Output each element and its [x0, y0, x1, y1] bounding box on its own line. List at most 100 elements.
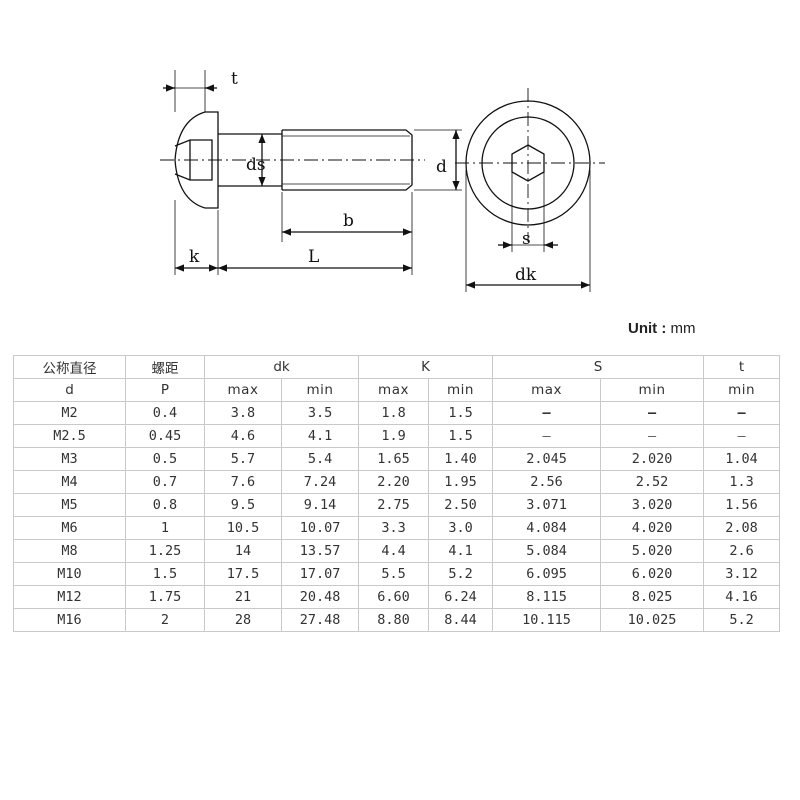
- table-cell: 17.07: [280, 562, 360, 586]
- table-cell: 4.1: [280, 424, 360, 448]
- table-cell: 3.8: [204, 401, 282, 425]
- subheader-t-min: min: [703, 378, 781, 402]
- cell-size: M16: [13, 608, 126, 632]
- cell-size: M8: [13, 539, 126, 563]
- table-cell: 28: [204, 608, 282, 632]
- table-cell: 0.8: [125, 493, 205, 517]
- table-cell: 1.04: [703, 447, 781, 471]
- table-cell: 5.084: [492, 539, 602, 563]
- table-cell: 0.5: [125, 447, 205, 471]
- unit-prefix: Unit :: [628, 320, 667, 337]
- table-cell: 5.7: [204, 447, 282, 471]
- table-cell: 2.75: [358, 493, 430, 517]
- table-cell: 13.57: [280, 539, 360, 563]
- table-cell: 2.045: [492, 447, 602, 471]
- subheader-K-max: max: [358, 378, 430, 402]
- table-cell: 1: [125, 516, 205, 540]
- table-cell: 1.9: [358, 424, 430, 448]
- table-cell: 2.56: [492, 470, 602, 494]
- table-cell: 3.5: [280, 401, 360, 425]
- table-cell: 5.4: [280, 447, 360, 471]
- table-cell: 17.5: [204, 562, 282, 586]
- table-subheader-row: d P max min max min max min min: [13, 378, 781, 402]
- cell-size: M5: [13, 493, 126, 517]
- table-cell: 1.8: [358, 401, 430, 425]
- table-cell: 6.095: [492, 562, 602, 586]
- table-cell: 1.56: [703, 493, 781, 517]
- screw-head-outline: [174, 111, 219, 209]
- table-cell: 2.08: [703, 516, 781, 540]
- header-nominal-diameter: 公称直径: [13, 355, 126, 379]
- table-cell: 5.2: [428, 562, 494, 586]
- table-cell: 6.020: [600, 562, 705, 586]
- table-cell: 1.95: [428, 470, 494, 494]
- cell-size: M6: [13, 516, 126, 540]
- table-cell: 4.084: [492, 516, 602, 540]
- table-cell: 0.4: [125, 401, 205, 425]
- table-cell: 10.07: [280, 516, 360, 540]
- subheader-dk-max: max: [204, 378, 282, 402]
- header-S: S: [492, 355, 705, 379]
- cell-size: M12: [13, 585, 126, 609]
- table-cell: 4.16: [703, 585, 781, 609]
- label-b: b: [343, 211, 354, 231]
- table-cell: 2.020: [600, 447, 705, 471]
- table-cell: 4.1: [428, 539, 494, 563]
- table-cell: 3.0: [428, 516, 494, 540]
- table-cell: 1.3: [703, 470, 781, 494]
- table-cell: 9.14: [280, 493, 360, 517]
- table-cell: 7.24: [280, 470, 360, 494]
- table-cell: 1.5: [428, 424, 494, 448]
- table-cell: 1.40: [428, 447, 494, 471]
- label-dk: dk: [515, 265, 537, 285]
- table-cell: 2.52: [600, 470, 705, 494]
- subheader-P: P: [125, 378, 205, 402]
- table-cell: 6.24: [428, 585, 494, 609]
- table-cell: 3.071: [492, 493, 602, 517]
- cell-size: M4: [13, 470, 126, 494]
- table-cell: 0.45: [125, 424, 205, 448]
- unit-value: mm: [670, 320, 696, 337]
- table-cell: 2.50: [428, 493, 494, 517]
- table-cell: –: [703, 401, 781, 425]
- table-cell: 2.6: [703, 539, 781, 563]
- unit-caption: Unit : mm: [628, 320, 696, 337]
- table-cell: 9.5: [204, 493, 282, 517]
- cell-size: M10: [13, 562, 126, 586]
- table-cell: 3.12: [703, 562, 781, 586]
- table-cell: 2.20: [358, 470, 430, 494]
- table-cell: 4.4: [358, 539, 430, 563]
- header-t: t: [703, 355, 781, 379]
- table-cell: –: [703, 424, 781, 448]
- dimension-spec-table: 公称直径 螺距 dk K S t d P max min max min max…: [13, 355, 781, 632]
- subheader-S-min: min: [600, 378, 705, 402]
- table-cell: 10.5: [204, 516, 282, 540]
- table-cell: 5.020: [600, 539, 705, 563]
- table-cell: 8.025: [600, 585, 705, 609]
- label-t: t: [231, 69, 238, 89]
- table-cell: 10.025: [600, 608, 705, 632]
- subheader-S-max: max: [492, 378, 602, 402]
- label-k: k: [189, 247, 200, 267]
- table-cell: 3.3: [358, 516, 430, 540]
- screw-technical-drawing: t ds d b k L s dk: [160, 69, 605, 292]
- table-cell: –: [492, 401, 602, 425]
- table-cell: 4.6: [204, 424, 282, 448]
- table-cell: –: [600, 401, 705, 425]
- table-cell: 1.75: [125, 585, 205, 609]
- cell-size: M3: [13, 447, 126, 471]
- table-cell: 3.020: [600, 493, 705, 517]
- table-cell: 2: [125, 608, 205, 632]
- table-cell: 5.2: [703, 608, 781, 632]
- table-cell: 6.60: [358, 585, 430, 609]
- table-cell: 21: [204, 585, 282, 609]
- subheader-dk-min: min: [280, 378, 360, 402]
- table-cell: 8.115: [492, 585, 602, 609]
